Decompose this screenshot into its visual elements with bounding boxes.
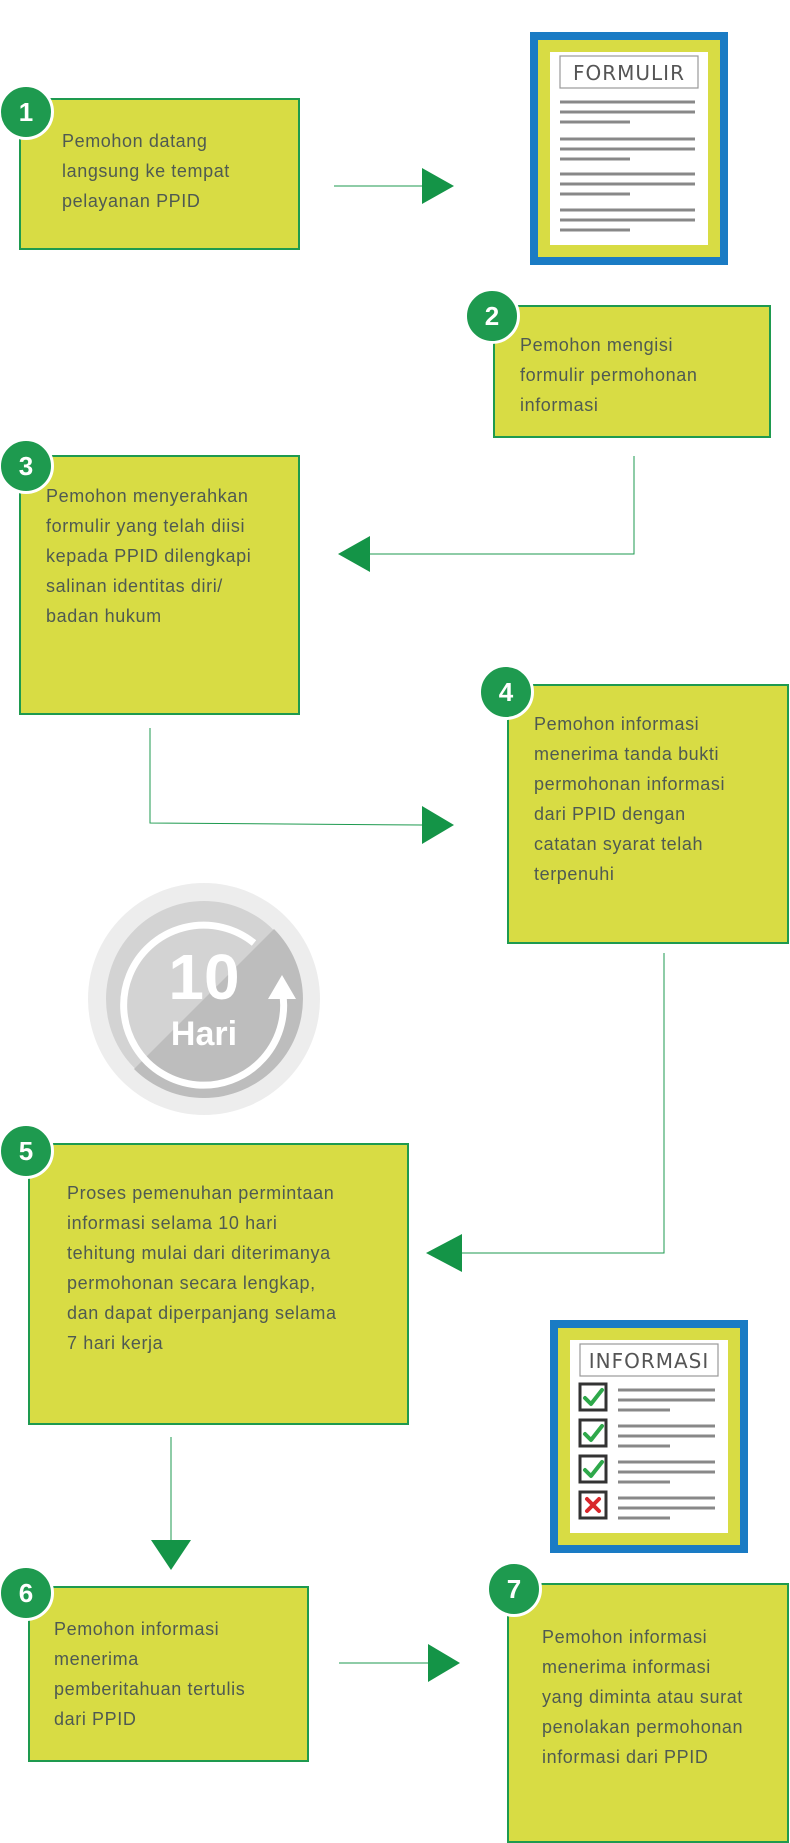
step-7-text: Pemohon informasi menerima informasi yan…	[542, 1627, 744, 1767]
step-3-box	[19, 455, 300, 715]
step-1-text: Pemohon datang langsung ke tempat pelaya…	[62, 131, 230, 211]
arrow-down-5	[151, 1540, 191, 1570]
check-icon-2	[583, 1424, 604, 1442]
arrow-left-4	[426, 1234, 462, 1272]
countdown-timer-icon: 10 Hari	[88, 883, 320, 1115]
step-7-badge: 7	[486, 1561, 542, 1617]
step-2-badge: 2	[464, 288, 520, 344]
check-icon-1	[583, 1388, 604, 1406]
step-6-box	[28, 1586, 309, 1762]
step-6-badge: 6	[0, 1565, 54, 1621]
checklist-document-icon: INFORMASI	[550, 1320, 748, 1553]
step-3-badge: 3	[0, 438, 54, 494]
step-1-badge: 1	[0, 84, 54, 140]
formulir-title: FORMULIR	[573, 61, 685, 85]
step-1-box	[19, 98, 300, 250]
connector-4-5	[462, 953, 665, 1254]
informasi-title: INFORMASI	[589, 1349, 710, 1373]
arrow-left-2	[338, 536, 370, 572]
check-icon-3	[583, 1460, 604, 1478]
step-5-text: Proses pemenuhan permintaan informasi se…	[67, 1183, 337, 1353]
step-3-text: Pemohon menyerahkan formulir yang telah …	[46, 486, 252, 626]
step-4-box	[507, 684, 789, 944]
step-6-text: Pemohon informasi menerima pemberitahuan…	[54, 1619, 246, 1729]
arrow-right-3	[422, 806, 454, 844]
form-document-icon: FORMULIR	[530, 32, 728, 265]
connector-3-4	[149, 728, 423, 826]
step-2-box	[493, 305, 771, 438]
step-4-text: Pemohon informasi menerima tanda bukti p…	[534, 714, 726, 884]
step-7-box	[507, 1583, 789, 1843]
step-2-text: Pemohon mengisi formulir permohonan info…	[520, 335, 698, 415]
step-5-box	[28, 1143, 409, 1425]
arrow-right-1	[422, 168, 454, 204]
timer-unit: Hari	[171, 1015, 237, 1053]
timer-number: 10	[168, 941, 239, 1013]
step-4-badge: 4	[478, 664, 534, 720]
connector-2-3	[370, 456, 635, 555]
arrow-right-6	[428, 1644, 460, 1682]
step-5-badge: 5	[0, 1123, 54, 1179]
